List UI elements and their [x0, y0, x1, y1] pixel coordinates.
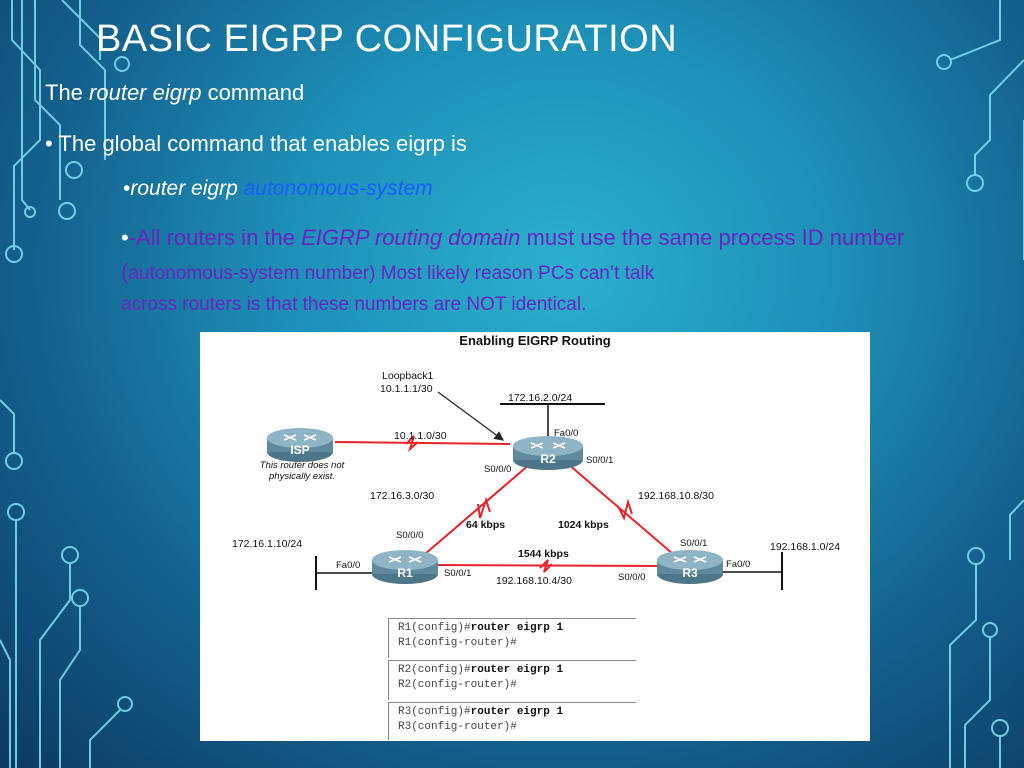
loopback-arrow [437, 391, 504, 441]
link-isp-r2 [334, 441, 511, 445]
isp-note-line2: physically exist. [268, 471, 335, 482]
bullet-marker: • [121, 225, 129, 250]
subtitle-command: router eigrp [89, 80, 202, 105]
config-r3-prompt: R3(config)# [398, 706, 471, 718]
label-bw-r1r2: 64 kbps [466, 519, 505, 531]
router-r1: R1 [372, 550, 438, 584]
label-loopback-ip: 10.1.1.1/30 [380, 383, 433, 395]
zigzag-r1-r2 [477, 496, 491, 519]
bullet3-dash: - [128, 225, 137, 250]
router-r1-label: R1 [397, 566, 413, 580]
config-box-r2: R2(config)#router eigrp 1 R2(config-route… [388, 660, 636, 700]
label-net-r3-lan: 192.168.1.0/24 [770, 541, 840, 553]
router-r2-label: R2 [540, 452, 556, 466]
eigrp-topology-figure: Enabling EIGRP Routing ISP [200, 332, 870, 741]
label-r3-fa: Fa0/0 [726, 559, 750, 570]
label-bw-r2r3: 1024 kbps [558, 519, 609, 531]
bullet-marker: • [123, 177, 131, 200]
label-net-r2-lan: 172.16.2.0/24 [508, 392, 572, 404]
zigzag-r2-r3 [617, 498, 633, 521]
bullet2-argument: autonomous-system [243, 177, 433, 200]
bullet2-command: router eigrp [130, 177, 244, 200]
bullet-marker: • [45, 131, 53, 156]
label-r2-s000: S0/0/0 [484, 464, 511, 475]
link-r1-r3 [434, 564, 661, 567]
bullet3-small: autonomous-system number) Most likely re… [128, 263, 655, 284]
slide-title: BASIC EIGRP CONFIGURATION [96, 18, 678, 60]
bullet1-text: The global command that enables eigrp is [58, 131, 467, 156]
bullet-same-as-number: •-All routers in the EIGRP routing domai… [121, 221, 961, 321]
label-r1-fa: Fa0/0 [336, 560, 360, 571]
label-loopback-name: Loopback1 [382, 370, 434, 382]
slide-subtitle: The router eigrp command [45, 80, 304, 106]
bullet3-italic: EIGRP routing domain [301, 225, 521, 250]
label-net-r2r3: 192.168.10.8/30 [638, 490, 714, 502]
topology-diagram: Enabling EIGRP Routing ISP [232, 333, 840, 590]
config-r3-line2: R3(config-router)# [398, 721, 517, 733]
config-r1-command: router eigrp 1 [470, 622, 564, 634]
config-r2-line2: R2(config-router)# [398, 679, 517, 691]
zigzag-r1-r3 [539, 559, 553, 573]
label-net-isp: 10.1.1.0/30 [394, 430, 447, 442]
config-r1-line2: R1(config-router)# [398, 637, 517, 649]
label-r2-s001: S0/0/1 [586, 455, 613, 466]
bullet3-part2: must use the same process ID number ( [121, 225, 905, 284]
label-r1-s001: S0/0/1 [444, 568, 471, 579]
router-r3: R3 [657, 550, 723, 584]
subtitle-suffix: command [201, 80, 305, 105]
label-bw-r1r3: 1544 kbps [518, 548, 569, 560]
router-r2: R2 [513, 436, 583, 470]
isp-note-line1: This router does not [260, 460, 345, 471]
config-r1-prompt: R1(config)# [398, 622, 471, 634]
bullet-global-command: • The global command that enables eigrp … [45, 131, 467, 157]
figure-title: Enabling EIGRP Routing [459, 333, 610, 348]
zigzag-isp-r2 [405, 435, 419, 453]
config-box-r1: R1(config)#router eigrp 1 R1(config-route… [388, 618, 636, 658]
label-r1-s000: S0/0/0 [396, 530, 423, 541]
bullet-command-syntax: •router eigrp autonomous-system [123, 177, 433, 201]
link-r1-r2 [417, 463, 531, 561]
router-isp: ISP [267, 428, 333, 462]
router-isp-label: ISP [290, 443, 309, 457]
label-net-r1-lan: 172.16.1.10/24 [232, 538, 302, 550]
label-r3-s001: S0/0/1 [680, 538, 707, 549]
label-net-r1r3: 192.168.10.4/30 [496, 575, 572, 587]
bullet3-part1: All routers in the [136, 225, 302, 250]
config-box-r3: R3(config)#router eigrp 1 R3(config-route… [388, 702, 636, 740]
config-r2-command: router eigrp 1 [470, 664, 564, 676]
config-r2-prompt: R2(config)# [398, 664, 471, 676]
router-r3-label: R3 [682, 566, 698, 580]
label-r3-s000: S0/0/0 [618, 572, 645, 583]
link-r2-r3 [567, 463, 681, 561]
config-r3-command: router eigrp 1 [470, 706, 564, 718]
subtitle-prefix: The [45, 80, 90, 105]
label-r2-fa: Fa0/0 [554, 428, 578, 439]
label-net-r1r2: 172.16.3.0/30 [370, 490, 434, 502]
bullet3-last: across routers is that these numbers are… [121, 294, 587, 315]
